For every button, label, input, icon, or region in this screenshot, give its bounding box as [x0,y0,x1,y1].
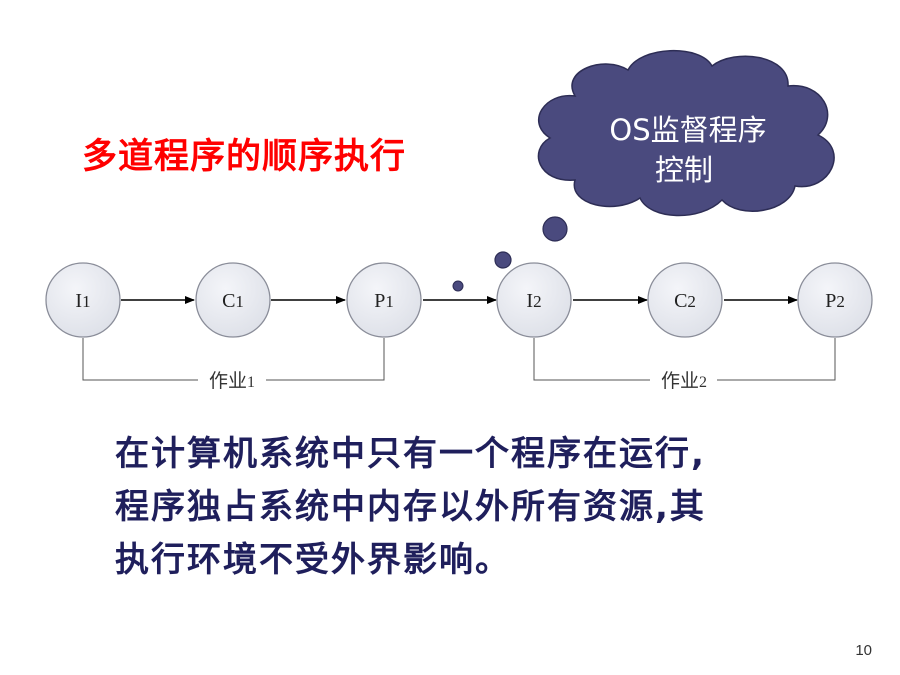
body-line-3: 执行环境不受外界影响。 [115,540,511,580]
node-c2: C2 [647,262,723,338]
flow-diagram: OS监督程序 控制 作业1 作业2 [45,49,873,392]
thought-bubble-small [452,280,464,292]
node-c1: C1 [195,262,271,338]
node-circle [195,262,271,338]
bracket-line-right [266,338,385,381]
node-label: C1 [222,290,244,312]
node-p2: P2 [797,262,873,338]
job-label-1: 作业1 [209,370,255,392]
node-circle [45,262,121,338]
node-label: I1 [75,290,90,312]
job-label-2: 作业2 [661,370,707,392]
bracket-line-left [82,338,198,381]
flow-nodes: I1 C1 P1 I2 C2 P2 [45,262,873,338]
cloud-shape [537,49,835,217]
job-bracket-1: 作业1 [82,338,385,392]
node-p1: P1 [346,262,422,338]
thought-bubble-medium [494,251,512,269]
node-circle [647,262,723,338]
node-i2: I2 [496,262,572,338]
node-circle [346,262,422,338]
bracket-line-left [533,338,650,381]
cloud-text-line2: 控制 [655,153,713,187]
node-label: C2 [674,290,696,312]
job-bracket-2: 作业2 [533,338,836,392]
thought-bubble-large [542,216,568,242]
node-circle [797,262,873,338]
bracket-line-right [717,338,836,381]
body-line-2: 程序独占系统中内存以外所有资源,其 [115,487,706,527]
cloud-text-line1: OS监督程序 [609,113,766,147]
node-label: P2 [825,290,845,312]
body-line-1: 在计算机系统中只有一个程序在运行, [115,434,706,474]
slide-title: 多道程序的顺序执行 [82,137,407,177]
page-number: 10 [855,642,872,659]
node-circle [496,262,572,338]
node-label: I2 [526,290,541,312]
body-text: 在计算机系统中只有一个程序在运行, 程序独占系统中内存以外所有资源,其 执行环境… [115,428,875,587]
node-label: P1 [374,290,394,312]
thought-cloud: OS监督程序 控制 [452,49,835,292]
node-i1: I1 [45,262,121,338]
